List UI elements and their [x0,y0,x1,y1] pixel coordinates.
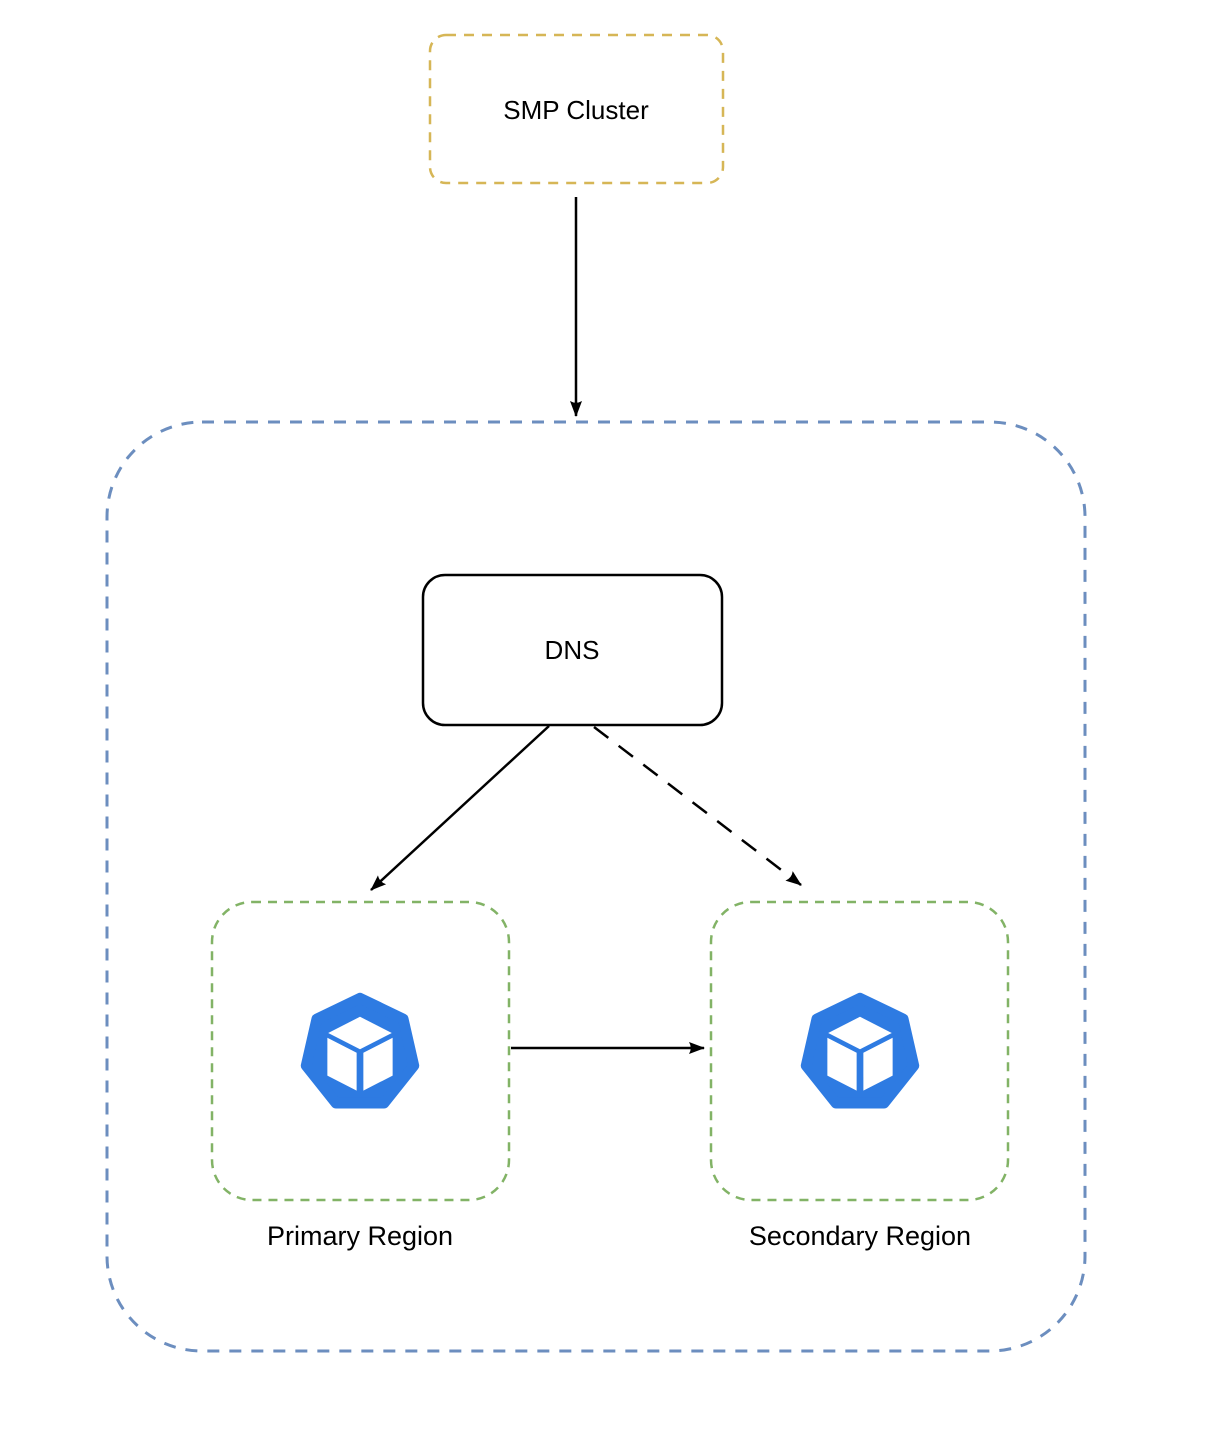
smp-cluster-box [428,33,725,185]
primary-region-label: Primary Region [266,1221,454,1251]
outer-region-box [105,420,1087,1353]
edge-dns-to-primary [370,725,550,891]
smp-cluster-label: SMP Cluster [503,95,649,125]
edge-dns-to-secondary [593,726,802,886]
dns-box [421,573,724,727]
cube-heptagon-icon [800,992,920,1109]
secondary-region-label: Secondary Region [748,1221,972,1251]
dns-label: DNS [544,635,600,665]
cube-heptagon-icon [300,992,420,1109]
